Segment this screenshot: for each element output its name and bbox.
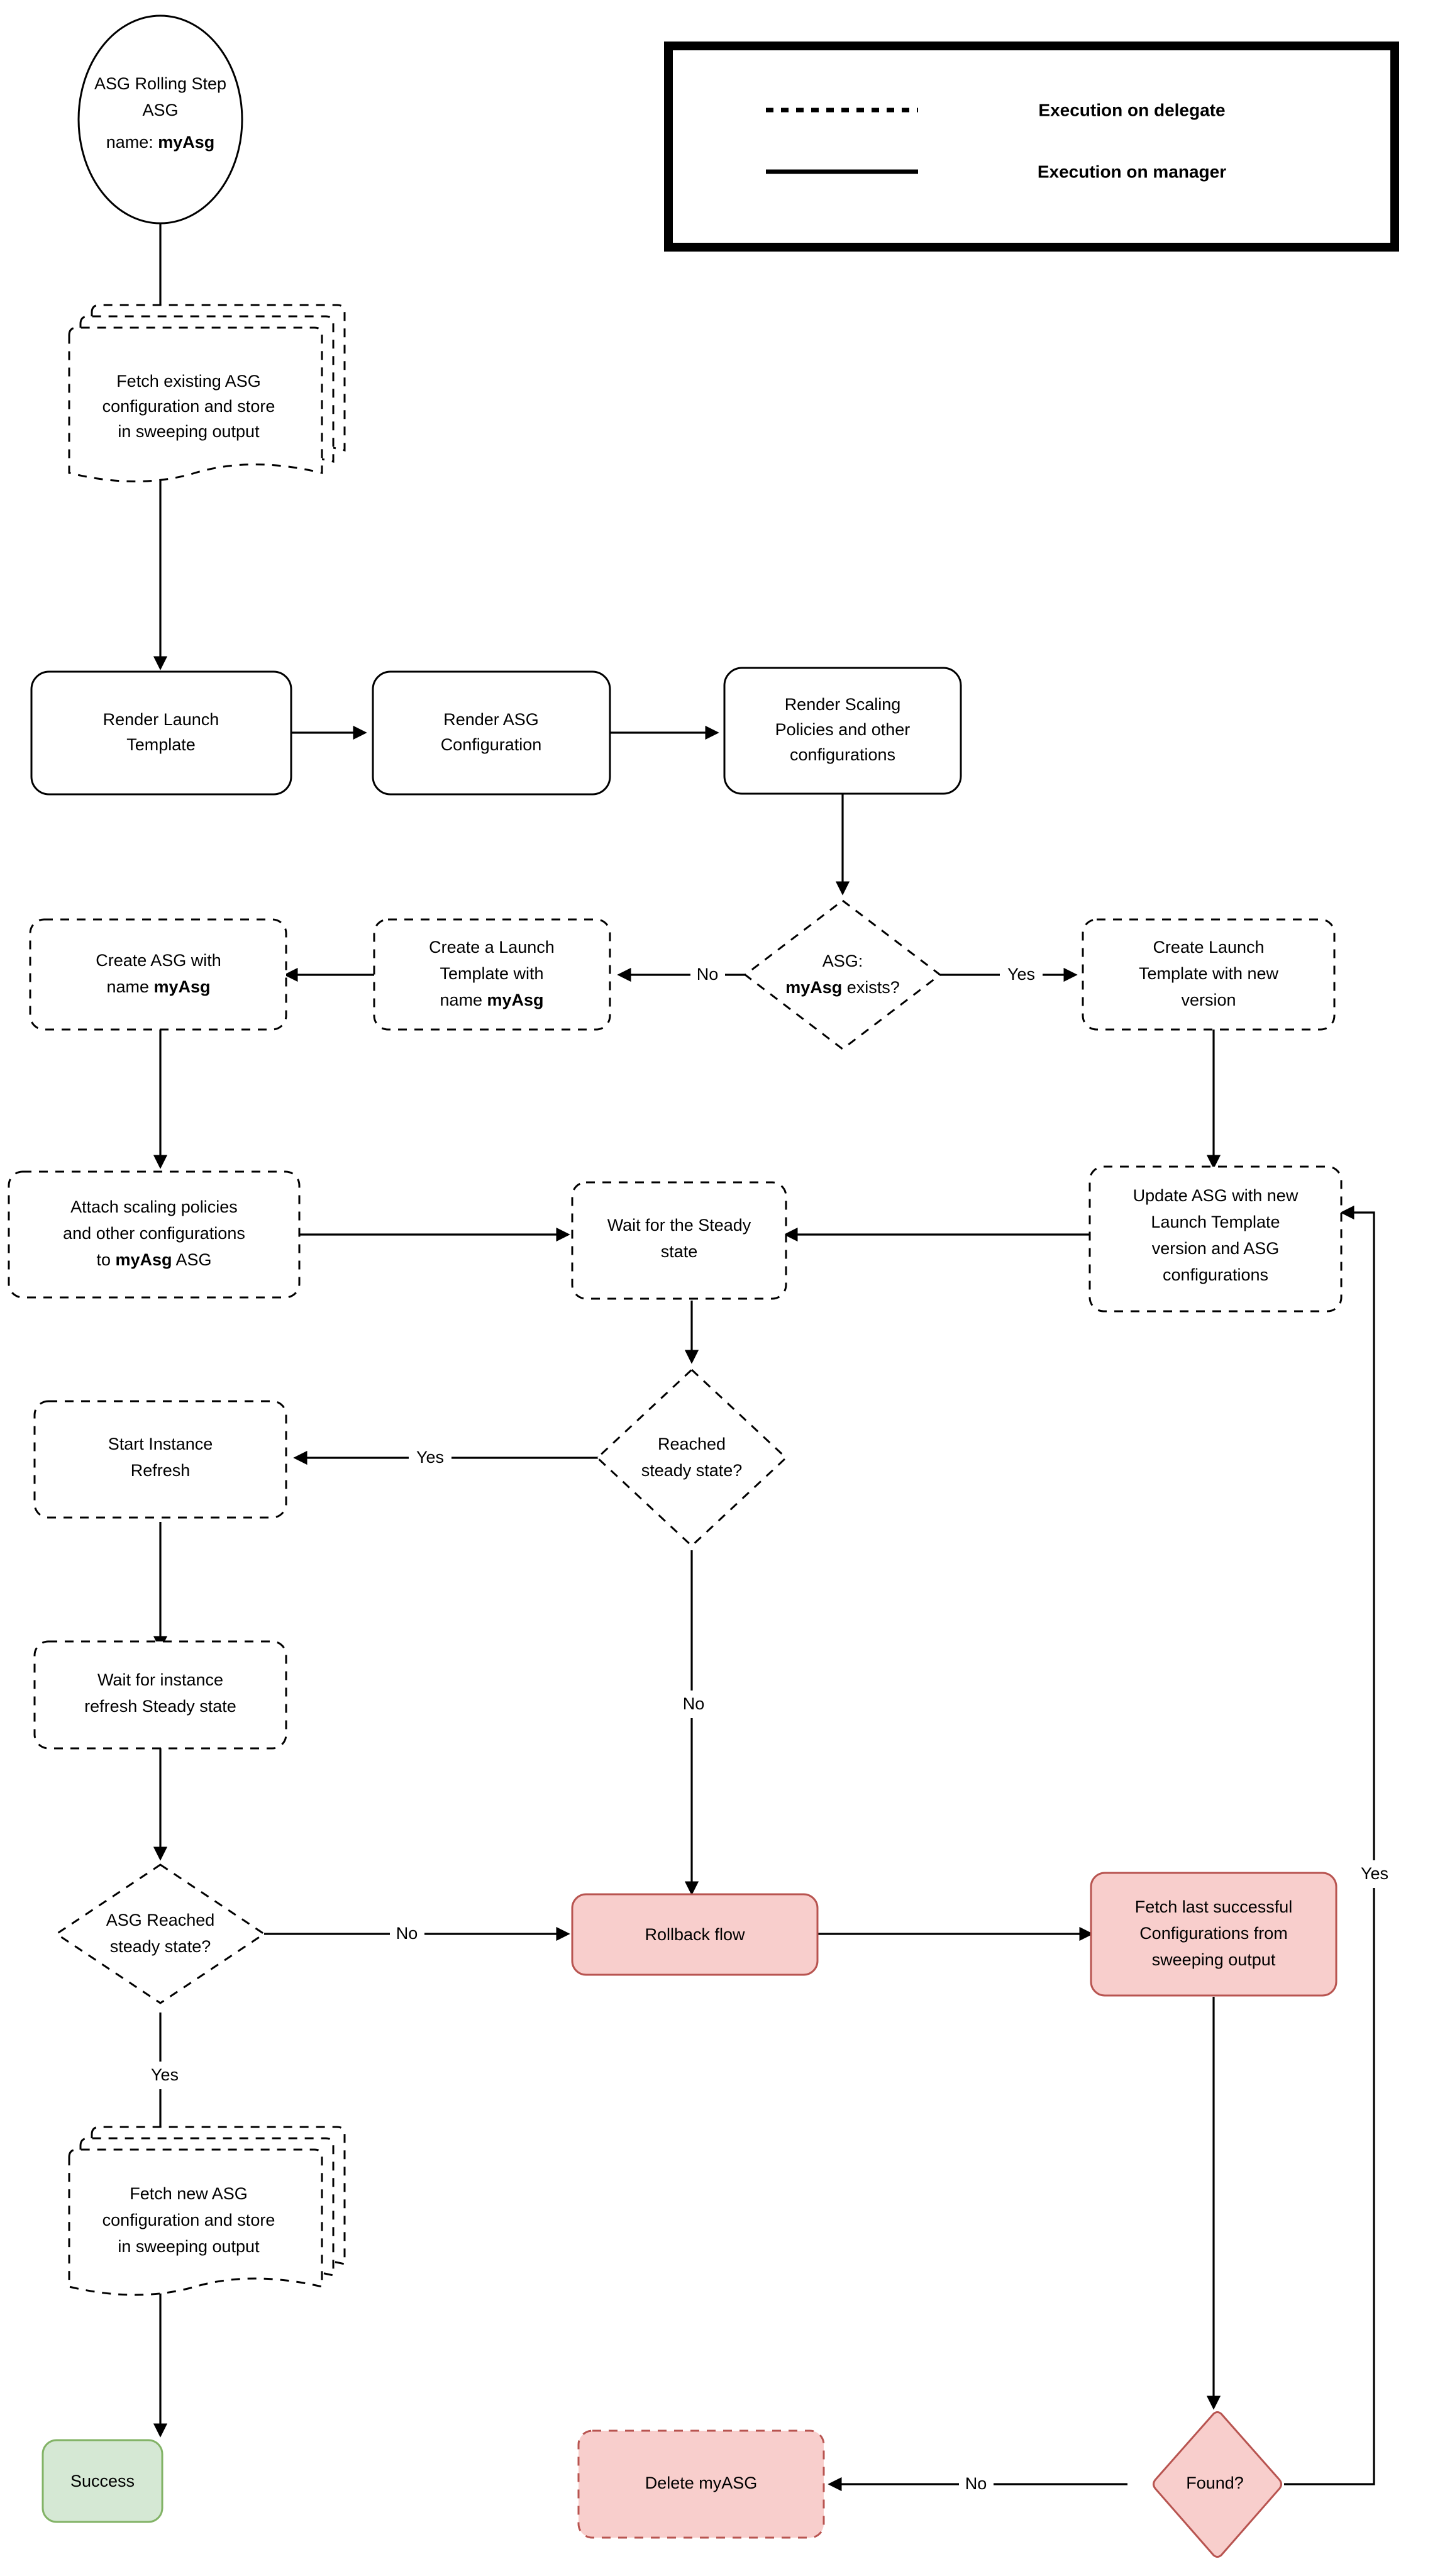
node-render-lt-line2: Template — [126, 735, 196, 754]
edge-label-asgreached-no: No — [396, 1924, 418, 1943]
node-found-decision[interactable]: Found? — [1153, 2411, 1282, 2558]
node-create-ltnew-line3: version — [1181, 991, 1236, 1009]
edge-label-found-no: No — [965, 2474, 987, 2493]
node-create-asg-prefix: name — [106, 977, 153, 996]
node-render-scaling-line2: Policies and other — [775, 720, 911, 739]
node-create-lt-named-prefix: name — [440, 991, 487, 1009]
node-updateasg-line2: Launch Template — [1151, 1213, 1280, 1231]
node-reached-steady-decision[interactable]: Reached steady state? — [595, 1368, 788, 1548]
node-fetch-existing-line2: configuration and store — [102, 397, 275, 416]
node-start-instance-refresh[interactable]: Start Instance Refresh — [33, 1400, 287, 1519]
node-create-asg-line1: Create ASG with — [96, 951, 221, 970]
node-start-line3-prefix: name: — [106, 133, 158, 152]
node-updateasg-line4: configurations — [1163, 1265, 1268, 1284]
node-attach-line2: and other configurations — [63, 1224, 245, 1243]
edge-label-found-yes: Yes — [1361, 1864, 1388, 1883]
node-fetch-existing-config[interactable]: Fetch existing ASG configuration and sto… — [68, 304, 346, 482]
legend-label-manager: Execution on manager — [1038, 162, 1226, 181]
node-fetchnew-line1: Fetch new ASG — [130, 2184, 248, 2203]
node-rollback-flow[interactable]: Rollback flow — [571, 1893, 819, 1976]
edge-labels: No Yes Yes No No Yes No Yes — [143, 961, 1396, 2498]
edge-label-exists-yes: Yes — [1007, 965, 1035, 984]
edge-label-asgreached-yes: Yes — [151, 2065, 179, 2084]
node-create-lt-named-bold: myAsg — [487, 991, 544, 1009]
node-create-asg-bold: myAsg — [154, 977, 211, 996]
node-render-asg-line2: Configuration — [441, 735, 542, 754]
node-startrefresh-line1: Start Instance — [108, 1435, 213, 1453]
edge-found-yes-to-updateasg — [1284, 1205, 1375, 2485]
node-asgreached-line2: steady state? — [110, 1937, 211, 1956]
node-attach-line1: Attach scaling policies — [70, 1197, 238, 1216]
node-waitrefresh-line1: Wait for instance — [97, 1670, 223, 1689]
node-asgreached-line1: ASG Reached — [106, 1911, 215, 1929]
node-create-ltnew-line1: Create Launch — [1153, 938, 1264, 957]
edge-label-reached-yes: Yes — [416, 1448, 444, 1467]
node-asg-exists-line1: ASG: — [822, 952, 863, 970]
node-start[interactable]: ASG Rolling Step ASG name: myAsg — [77, 14, 243, 225]
node-success[interactable]: Success — [42, 2439, 163, 2523]
node-create-lt-named-line1: Create a Launch — [429, 938, 555, 957]
node-render-scaling-line1: Render Scaling — [785, 695, 901, 714]
node-update-asg[interactable]: Update ASG with new Launch Template vers… — [1088, 1165, 1343, 1313]
node-reached-line1: Reached — [658, 1435, 726, 1453]
node-start-line2: ASG — [142, 101, 178, 119]
node-fetchlast-line3: sweeping output — [1152, 1950, 1276, 1969]
node-create-launch-template-named[interactable]: Create a Launch Template with name myAsg — [373, 918, 611, 1031]
node-attach-scaling-policies[interactable]: Attach scaling policies and other config… — [8, 1170, 301, 1299]
node-create-lt-named-line2: Template with — [440, 964, 543, 983]
node-create-ltnew-line2: Template with new — [1139, 964, 1279, 983]
edges — [153, 220, 1375, 2492]
node-asg-reached-steady-decision[interactable]: ASG Reached steady state? — [55, 1863, 266, 2004]
node-render-scaling-line3: configurations — [790, 745, 895, 764]
node-create-launch-template-new-version[interactable]: Create Launch Template with new version — [1082, 918, 1336, 1031]
node-startrefresh-line2: Refresh — [131, 1461, 191, 1480]
node-waitrefresh-line2: refresh Steady state — [84, 1697, 236, 1716]
node-asg-exists-rest: exists? — [842, 978, 900, 997]
node-render-asg-configuration[interactable]: Render ASG Configuration — [372, 670, 611, 796]
legend: Execution on delegate Execution on manag… — [664, 42, 1399, 252]
node-found-label: Found? — [1186, 2473, 1244, 2492]
node-fetchnew-line2: configuration and store — [102, 2211, 275, 2229]
node-render-lt-line1: Render Launch — [103, 710, 219, 729]
node-updateasg-line3: version and ASG — [1152, 1239, 1280, 1258]
node-create-lt-named-line3: name myAsg — [440, 991, 543, 1009]
node-fetch-last-successful[interactable]: Fetch last successful Configurations fro… — [1090, 1872, 1338, 1997]
node-create-asg-line2: name myAsg — [106, 977, 210, 996]
node-delete-myasg[interactable]: Delete myASG — [577, 2429, 825, 2539]
node-fetch-existing-line3: in sweeping output — [118, 422, 260, 441]
node-start-line3: name: myAsg — [106, 133, 215, 152]
node-create-asg-named[interactable]: Create ASG with name myAsg — [29, 918, 287, 1031]
node-asg-exists-bold: myAsg — [785, 978, 842, 997]
node-attach-prefix: to — [96, 1250, 115, 1269]
node-start-line1: ASG Rolling Step — [94, 74, 226, 93]
node-render-asg-line1: Render ASG — [443, 710, 539, 729]
node-render-scaling-policies[interactable]: Render Scaling Policies and other config… — [723, 667, 962, 795]
node-reached-line2: steady state? — [641, 1461, 743, 1480]
node-fetch-existing-line1: Fetch existing ASG — [116, 372, 261, 391]
node-fetchlast-line2: Configurations from — [1139, 1924, 1288, 1943]
node-fetchnew-line3: in sweeping output — [118, 2237, 260, 2256]
node-render-launch-template[interactable]: Render Launch Template — [30, 670, 292, 796]
node-attach-suffix: ASG — [172, 1250, 212, 1269]
node-wait-instance-refresh[interactable]: Wait for instance refresh Steady state — [33, 1640, 287, 1750]
node-updateasg-line1: Update ASG with new — [1133, 1186, 1299, 1205]
node-waitsteady-line2: state — [661, 1242, 698, 1261]
node-attach-line3: to myAsg ASG — [96, 1250, 211, 1269]
node-asg-exists-decision[interactable]: ASG: myAsg exists? — [743, 899, 942, 1050]
node-attach-bold: myAsg — [115, 1250, 172, 1269]
node-rollback-label: Rollback flow — [645, 1925, 745, 1944]
edge-label-reached-no: No — [683, 1694, 705, 1713]
legend-label-delegate: Execution on delegate — [1038, 100, 1225, 119]
node-delete-label: Delete myASG — [645, 2473, 758, 2492]
node-wait-steady-state[interactable]: Wait for the Steady state — [571, 1181, 787, 1300]
node-fetchlast-line1: Fetch last successful — [1135, 1897, 1293, 1916]
node-success-label: Success — [70, 2472, 135, 2490]
node-waitsteady-line1: Wait for the Steady — [607, 1216, 751, 1235]
node-start-line3-bold: myAsg — [158, 133, 214, 152]
node-asg-exists-line2: myAsg exists? — [785, 978, 900, 997]
edge-label-exists-no: No — [697, 965, 719, 984]
node-fetch-new-asg-config[interactable]: Fetch new ASG configuration and store in… — [68, 2126, 346, 2296]
